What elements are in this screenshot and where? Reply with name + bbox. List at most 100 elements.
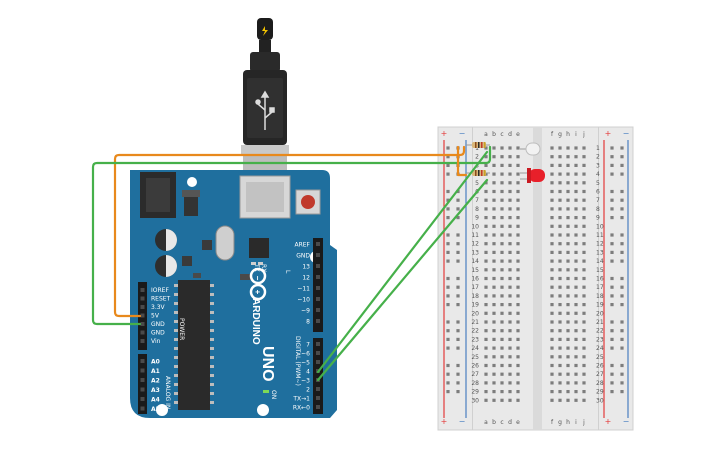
rail-hole[interactable] [620,276,624,281]
breadboard-hole[interactable] [558,189,562,194]
breadboard-hole[interactable] [500,381,504,385]
header-pin[interactable] [316,351,320,355]
breadboard-hole[interactable] [492,398,496,402]
breadboard-hole[interactable] [508,320,512,324]
header-pin[interactable] [140,296,145,301]
breadboard-hole[interactable] [574,372,578,376]
rail-hole[interactable] [620,146,624,150]
breadboard-hole[interactable] [566,320,570,324]
rail-hole[interactable] [456,198,460,202]
breadboard-hole[interactable] [574,337,578,341]
breadboard-hole[interactable] [582,146,586,150]
breadboard-hole[interactable] [516,259,520,263]
breadboard-hole[interactable] [582,259,586,263]
rail-hole[interactable] [620,346,624,350]
header-pin[interactable] [316,396,320,400]
breadboard-hole[interactable] [484,320,488,324]
breadboard-hole[interactable] [566,146,570,150]
breadboard-hole[interactable] [516,303,520,307]
header-pin[interactable] [140,368,145,373]
rail-hole[interactable] [446,146,450,150]
breadboard-hole[interactable] [550,259,554,263]
breadboard-hole[interactable] [484,337,488,341]
rail-hole[interactable] [610,198,614,202]
breadboard-hole[interactable] [484,163,488,167]
rail-hole[interactable] [620,189,624,194]
header-pin[interactable] [140,305,145,309]
breadboard-hole[interactable] [484,390,488,394]
breadboard-hole[interactable] [500,311,504,315]
breadboard-hole[interactable] [492,224,496,228]
breadboard-hole[interactable] [508,172,512,176]
breadboard-hole[interactable] [516,172,520,176]
breadboard-hole[interactable] [566,163,570,167]
breadboard-hole[interactable] [492,346,496,350]
breadboard-hole[interactable] [484,207,488,211]
rail-hole[interactable] [610,276,614,281]
header-pin[interactable] [140,313,145,318]
breadboard-hole[interactable] [574,276,578,281]
breadboard-hole[interactable] [508,216,512,220]
breadboard-hole[interactable] [500,398,504,402]
breadboard-hole[interactable] [516,398,520,402]
breadboard-hole[interactable] [484,233,488,237]
rail-hole[interactable] [620,172,624,176]
breadboard-hole[interactable] [484,285,488,289]
header-pin[interactable] [140,322,145,326]
breadboard-hole[interactable] [582,294,586,298]
breadboard-hole[interactable] [508,311,512,315]
breadboard-hole[interactable] [550,172,554,176]
breadboard-hole[interactable] [574,163,578,167]
rail-hole[interactable] [620,390,624,394]
breadboard-hole[interactable] [508,163,512,167]
breadboard-hole[interactable] [550,224,554,228]
rail-hole[interactable] [456,276,460,281]
rail-hole[interactable] [446,390,450,394]
breadboard-hole[interactable] [574,155,578,159]
breadboard-hole[interactable] [516,311,520,315]
breadboard-hole[interactable] [484,146,488,150]
rail-hole[interactable] [610,372,614,376]
breadboard-hole[interactable] [566,294,570,298]
breadboard-hole[interactable] [516,163,520,167]
breadboard-hole[interactable] [516,242,520,246]
breadboard-hole[interactable] [484,398,488,402]
breadboard-hole[interactable] [484,276,488,281]
rail-hole[interactable] [620,163,624,167]
breadboard-hole[interactable] [550,207,554,211]
rail-hole[interactable] [456,320,460,324]
breadboard-hole[interactable] [492,303,496,307]
breadboard-hole[interactable] [574,390,578,394]
breadboard-hole[interactable] [574,346,578,350]
breadboard-hole[interactable] [550,390,554,394]
breadboard-hole[interactable] [492,198,496,202]
usb-cable[interactable] [241,18,289,175]
breadboard-hole[interactable] [558,146,562,150]
breadboard-hole[interactable] [516,181,520,185]
breadboard-hole[interactable] [516,329,520,333]
rail-hole[interactable] [456,259,460,263]
breadboard-hole[interactable] [492,172,496,176]
breadboard-hole[interactable] [558,250,562,254]
header-pin[interactable] [316,286,320,290]
rail-hole[interactable] [446,198,450,202]
breadboard-hole[interactable] [550,363,554,368]
rail-hole[interactable] [446,189,450,194]
rail-hole[interactable] [610,329,614,333]
rail-hole[interactable] [446,250,450,254]
breadboard-hole[interactable] [574,198,578,202]
breadboard-hole[interactable] [574,303,578,307]
breadboard-hole[interactable] [574,311,578,315]
rail-hole[interactable] [446,320,450,324]
rail-hole[interactable] [456,294,460,298]
wire-pin3-green[interactable] [316,178,489,382]
breadboard-hole[interactable] [574,398,578,402]
rail-hole[interactable] [456,372,460,376]
breadboard-hole[interactable] [500,346,504,350]
breadboard-hole[interactable] [492,146,496,150]
breadboard-hole[interactable] [566,390,570,394]
breadboard-hole[interactable] [500,303,504,307]
rail-hole[interactable] [446,303,450,307]
breadboard-hole[interactable] [574,320,578,324]
breadboard-hole[interactable] [574,172,578,176]
